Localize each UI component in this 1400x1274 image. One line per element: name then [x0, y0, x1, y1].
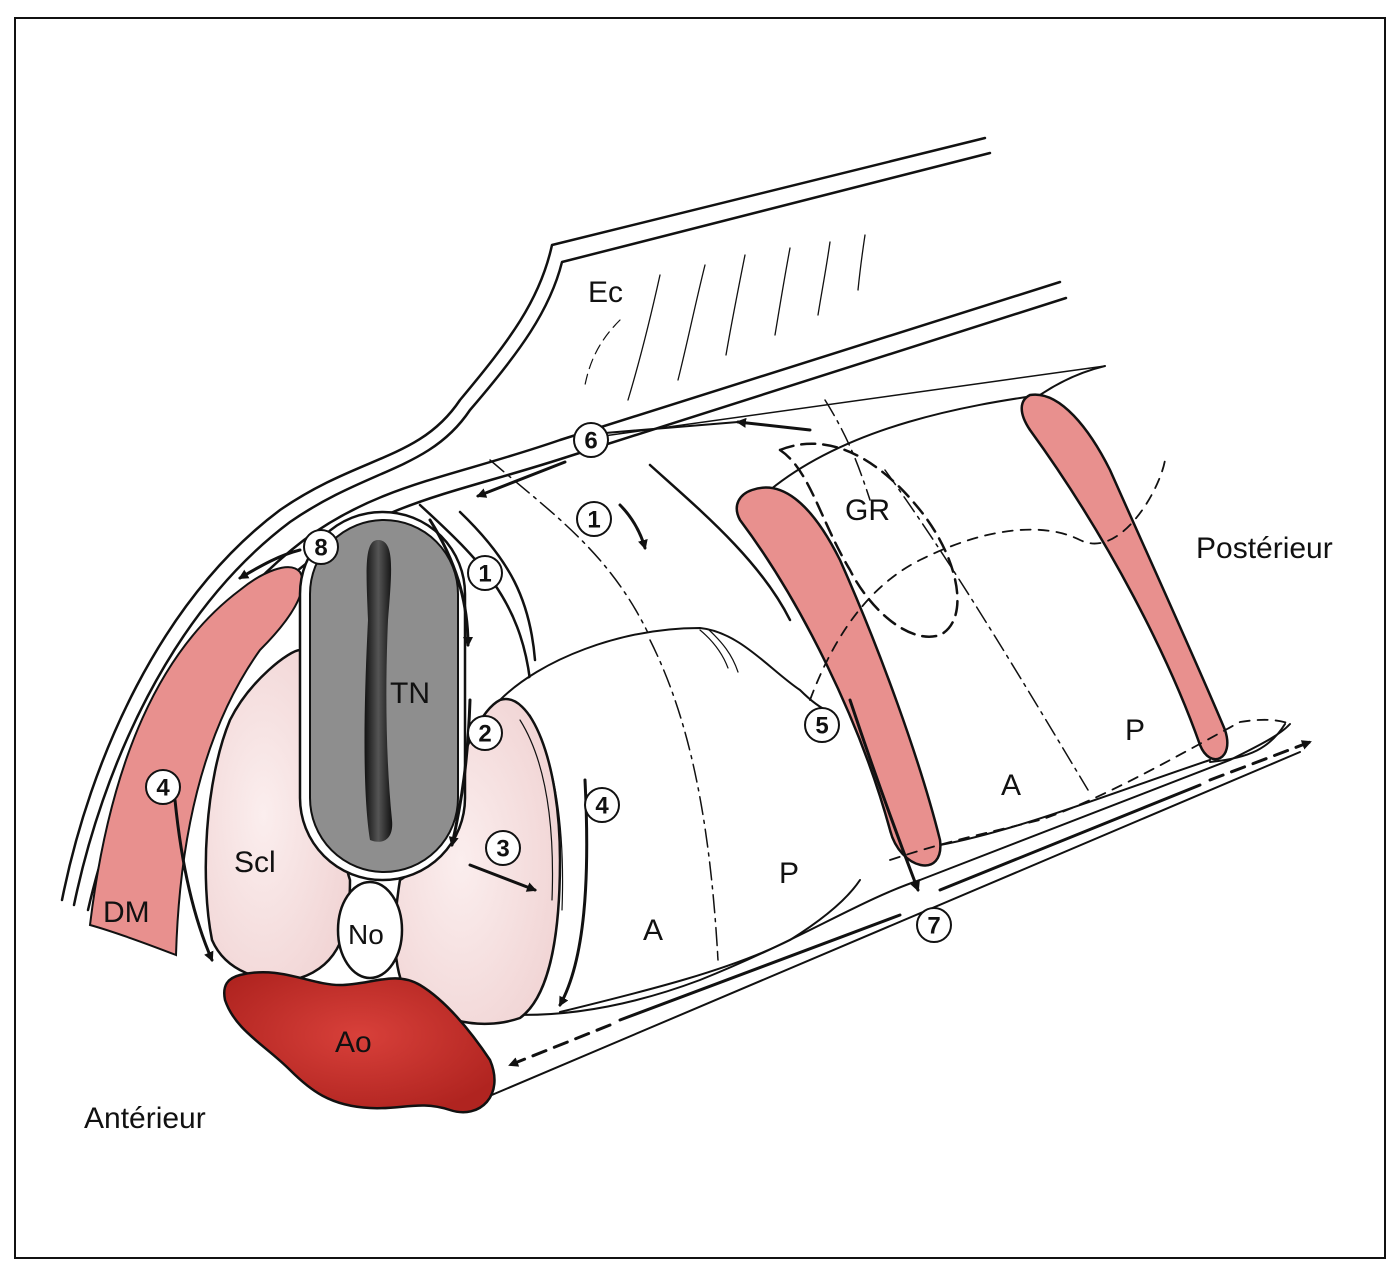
marker-1b-label: 1	[478, 561, 491, 588]
marker-1b: 1	[467, 555, 503, 591]
label-dermomyotome: DM	[103, 896, 150, 929]
marker-7-label: 7	[927, 913, 940, 940]
somite-anterior	[418, 399, 871, 1013]
neural-tube	[298, 510, 467, 882]
label-posterior-half-back: P	[1125, 714, 1145, 747]
marker-4a: 4	[584, 787, 620, 823]
migration-arrows	[173, 417, 1312, 1067]
marker-5-label: 5	[815, 713, 828, 740]
marker-3: 3	[485, 830, 521, 866]
dermomyotome	[88, 566, 304, 957]
marker-6: 6	[573, 422, 609, 458]
marker-4a-label: 4	[595, 793, 609, 820]
muscle-band-posterior	[1020, 393, 1229, 761]
marker-4b-label: 4	[156, 775, 170, 802]
marker-5: 5	[804, 707, 840, 743]
label-posterior: Postérieur	[1196, 532, 1333, 565]
marker-4b: 4	[145, 769, 181, 805]
label-anterior-half-back: A	[1001, 769, 1021, 802]
label-neural-tube: TN	[390, 677, 430, 710]
marker-2: 2	[467, 715, 503, 751]
marker-7: 7	[916, 907, 952, 943]
label-sclerotome: Scl	[234, 846, 276, 879]
marker-1a: 1	[576, 501, 612, 537]
label-anterior-half-front: A	[643, 914, 663, 947]
label-anterior: Antérieur	[84, 1102, 206, 1135]
marker-8-label: 8	[314, 535, 327, 562]
label-notochord: No	[348, 919, 384, 950]
marker-1a-label: 1	[587, 507, 600, 534]
label-aorta: Ao	[335, 1026, 372, 1059]
muscle-band-middle	[735, 486, 942, 867]
ganglion-region	[778, 442, 1291, 861]
label-ganglion: GR	[845, 494, 890, 527]
marker-2-label: 2	[478, 721, 491, 748]
label-posterior-half-front: P	[779, 857, 799, 890]
marker-3-label: 3	[496, 836, 509, 863]
label-ectoderm: Ec	[588, 276, 623, 309]
marker-6-label: 6	[584, 428, 597, 455]
marker-8: 8	[303, 529, 339, 565]
notochord	[336, 880, 404, 980]
frame-border	[14, 17, 1386, 1259]
aorta	[223, 970, 496, 1114]
